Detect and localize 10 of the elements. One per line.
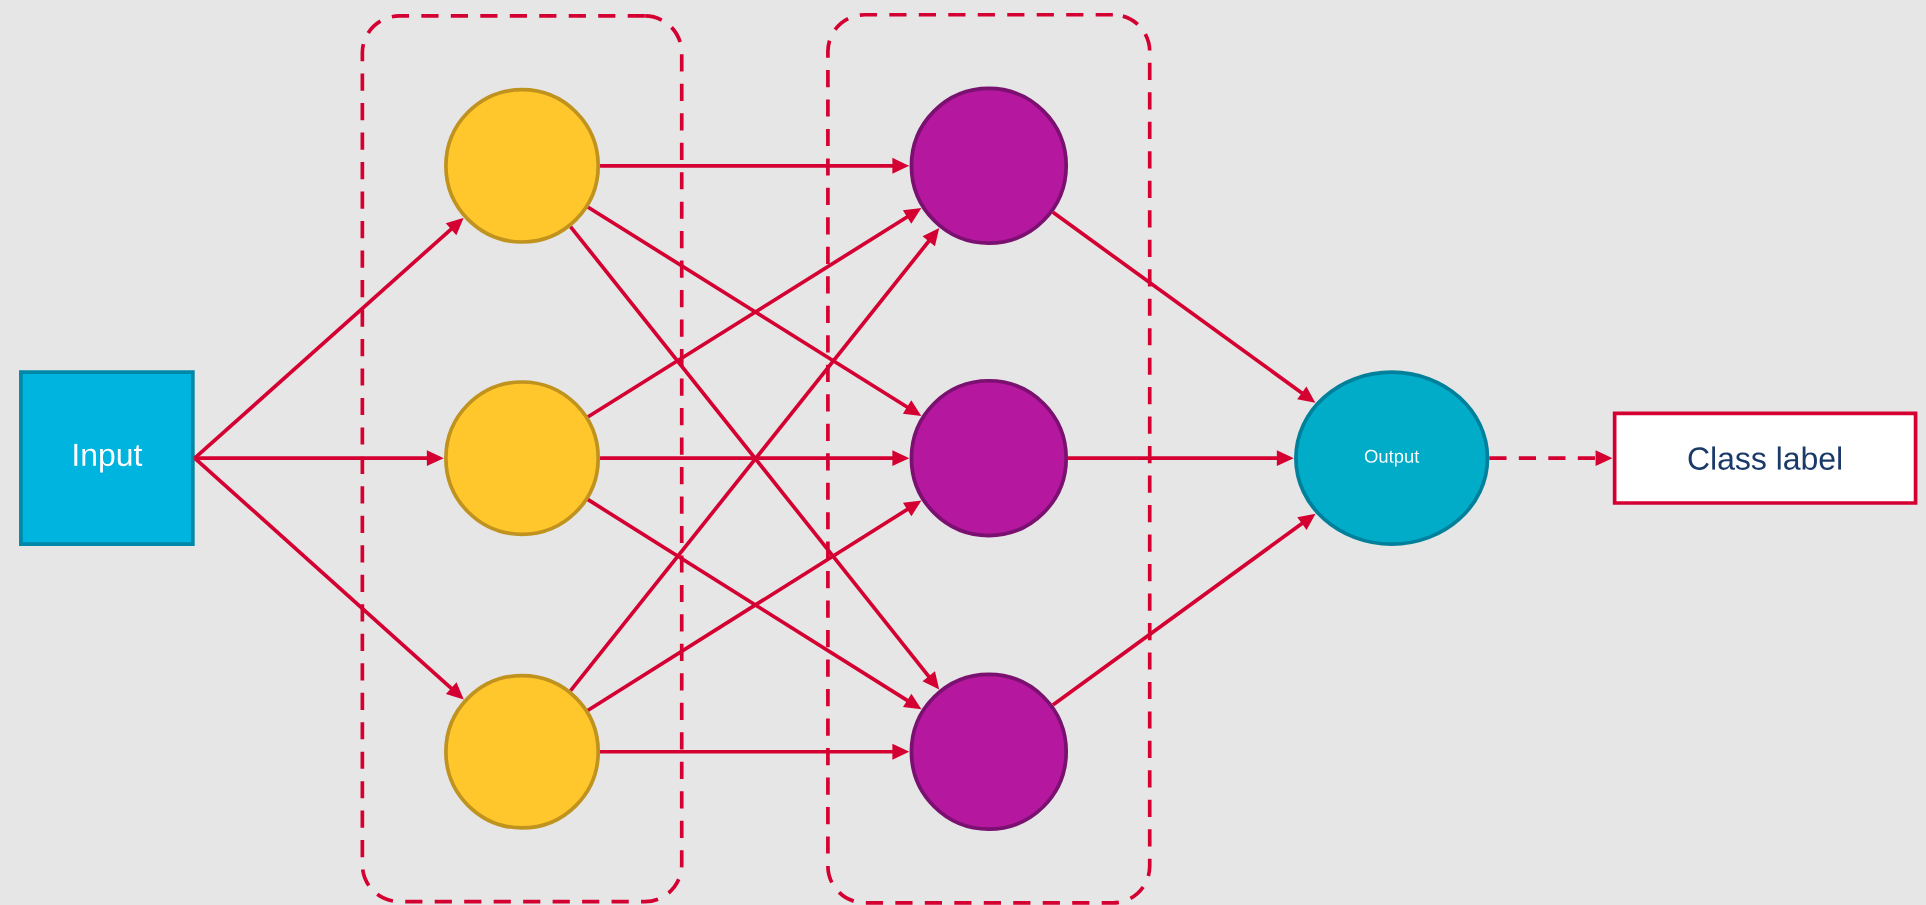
input-box: Input [19, 370, 195, 546]
neuron-circle [444, 673, 601, 830]
neuron-circle [909, 672, 1069, 831]
dashed-group-box [826, 12, 1152, 905]
neuron-circle [444, 87, 601, 244]
neuron-circle [444, 380, 601, 537]
label-banner: Class label [1612, 411, 1918, 505]
neuron-circle [909, 378, 1069, 538]
dashed-group-box [360, 14, 684, 904]
neuron-circle [909, 86, 1069, 245]
